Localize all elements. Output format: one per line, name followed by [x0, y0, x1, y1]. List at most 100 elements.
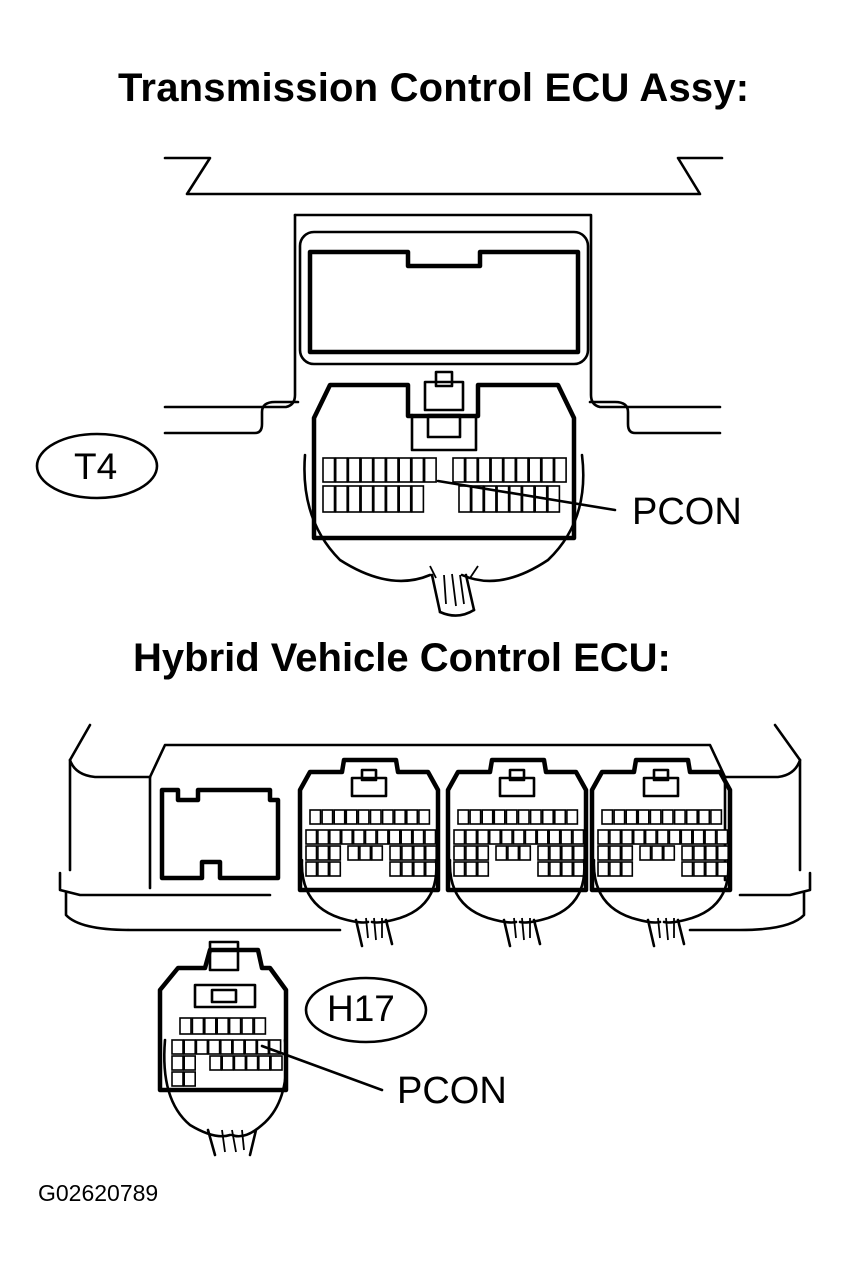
- connector-pin: [347, 485, 361, 513]
- connector-pin: [476, 829, 490, 845]
- connector-pin: [505, 809, 518, 825]
- connector-pin: [411, 485, 425, 513]
- connector-pin: [305, 845, 318, 861]
- connector-pin: [209, 1055, 222, 1071]
- connector-pin: [477, 457, 491, 483]
- connector-pin: [322, 485, 336, 513]
- connector-pin: [521, 485, 535, 513]
- connector-pin: [566, 809, 579, 825]
- connector-pin: [317, 845, 330, 861]
- connector-pin: [632, 829, 646, 845]
- connector-pin: [418, 809, 431, 825]
- connector-pin: [352, 829, 365, 845]
- connector-shell: [297, 757, 441, 893]
- connector-pin: [644, 829, 657, 845]
- connector-pin: [680, 829, 693, 845]
- connector-pin: [716, 845, 730, 861]
- connector-pin: [469, 809, 482, 825]
- connector-pin: [549, 845, 562, 861]
- connector-pin: [549, 861, 562, 877]
- connector-pin: [553, 809, 567, 825]
- connector-pin: [270, 1055, 283, 1071]
- connector-pin: [360, 485, 374, 513]
- connector-pin: [195, 1039, 209, 1055]
- connector-pin: [537, 861, 550, 877]
- connector-pin: [347, 845, 360, 861]
- connector-shell: [445, 757, 589, 893]
- connector-pin: [541, 457, 555, 483]
- connector-pin: [465, 829, 478, 845]
- connector-pin: [453, 829, 466, 845]
- connector-pin: [609, 845, 622, 861]
- connector-pin: [305, 829, 318, 845]
- connector-pin: [597, 845, 610, 861]
- connector-pin: [613, 809, 626, 825]
- connector-pin: [465, 861, 478, 877]
- connector-pin: [620, 829, 634, 845]
- connector-latch: [498, 776, 536, 798]
- connector-pin: [183, 1039, 196, 1055]
- connector-pin: [457, 809, 470, 825]
- connector-pin: [216, 1017, 229, 1035]
- connector-pin: [668, 829, 681, 845]
- connector-pin: [183, 1071, 196, 1087]
- connector-pin: [369, 809, 382, 825]
- wire-harness: [502, 918, 542, 948]
- connector-pin: [716, 829, 729, 845]
- connector-pin: [537, 845, 550, 861]
- connector-pin: [465, 845, 478, 861]
- connector-pin: [541, 809, 555, 825]
- h17-connector-label: H17: [327, 988, 395, 1029]
- connector-pin: [681, 861, 694, 877]
- connector-pin: [716, 861, 730, 877]
- connector-pin: [517, 809, 530, 825]
- connector-latch: [642, 776, 680, 798]
- connector-pin: [412, 829, 425, 845]
- figure-code: G02620789: [38, 1180, 159, 1206]
- connector-pin: [528, 457, 542, 483]
- connector-pin: [464, 457, 479, 483]
- connector-pin: [476, 845, 490, 861]
- connector-pin: [340, 829, 354, 845]
- connector-latch: [652, 768, 670, 782]
- connector-pin: [328, 845, 342, 861]
- connector-pin: [453, 845, 466, 861]
- harness-boot: [518, 858, 586, 924]
- h17-pcon-leader: [260, 1044, 384, 1092]
- connector-pin: [609, 829, 622, 845]
- connector-pin: [493, 809, 506, 825]
- connector-pin: [685, 809, 699, 825]
- connector-pin: [317, 861, 330, 877]
- connector-pin: [424, 861, 438, 877]
- connector-pin: [359, 845, 372, 861]
- connector-pin: [637, 809, 650, 825]
- connector-pin: [704, 829, 717, 845]
- h17-label-oval: [304, 976, 428, 1044]
- connector-pin: [560, 829, 573, 845]
- connector-pin: [405, 809, 419, 825]
- connector-pin: [179, 1017, 192, 1035]
- connector-pin: [502, 457, 517, 483]
- connector-pin: [328, 829, 342, 845]
- connector-pin: [661, 809, 674, 825]
- connector-pin: [572, 845, 586, 861]
- connector-pin: [309, 809, 322, 825]
- connector-pin: [536, 829, 549, 845]
- connector-pin: [328, 861, 342, 877]
- connector-pin: [400, 829, 413, 845]
- connector-pin: [372, 457, 387, 483]
- connector-pin: [191, 1017, 205, 1035]
- wire-strands: [365, 917, 383, 941]
- connector-pin: [681, 845, 694, 861]
- connector-pin: [381, 809, 394, 825]
- connector-pin: [572, 861, 586, 877]
- harness-boot: [662, 858, 730, 924]
- t4-socket: [298, 230, 590, 366]
- connector-pin: [490, 457, 504, 483]
- connector-pin: [370, 845, 384, 861]
- connector-pin: [560, 845, 574, 861]
- connector-pin: [171, 1039, 184, 1055]
- connector-pin: [548, 829, 561, 845]
- connector-pin: [597, 861, 610, 877]
